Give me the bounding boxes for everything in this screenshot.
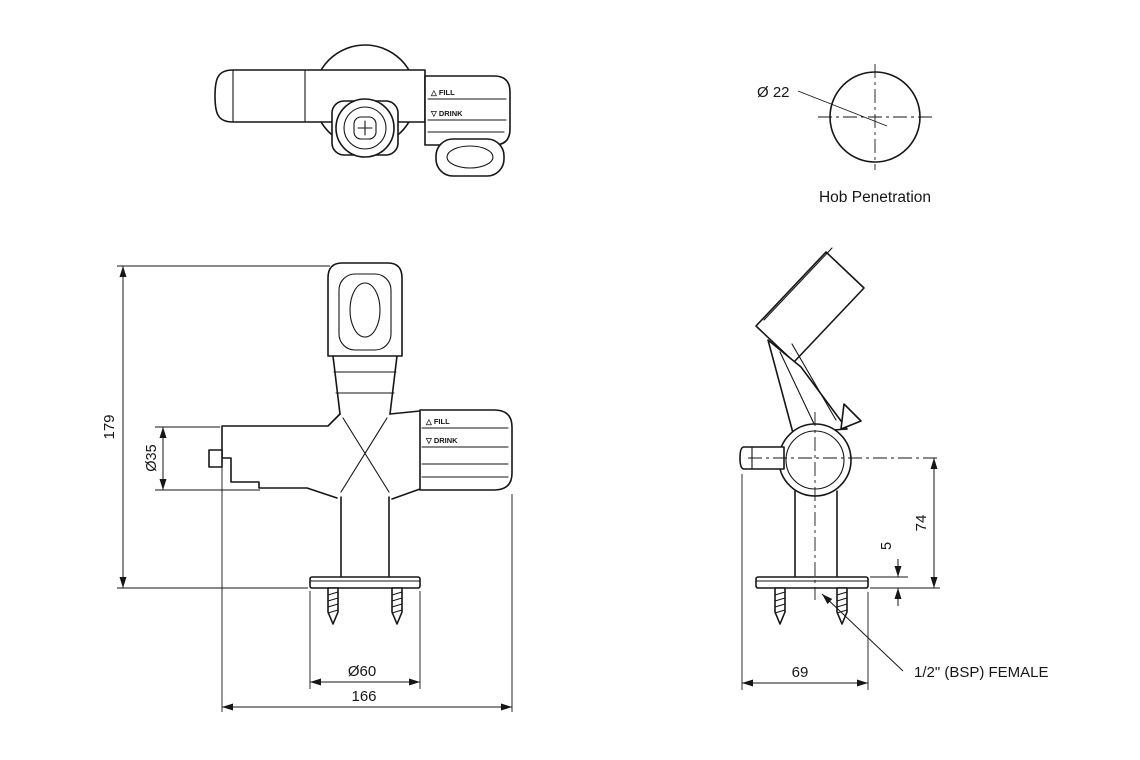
dim-text-179: 179 xyxy=(101,414,118,439)
handle-hole xyxy=(446,145,494,169)
drink-label-front: ▽ DRINK xyxy=(425,436,458,445)
body-joint-lines xyxy=(232,69,306,123)
spout-top-outer xyxy=(327,262,403,357)
ext-lines-166 xyxy=(221,465,513,712)
hob-diameter-label: Ø 22 xyxy=(757,84,790,101)
fill-label-top: △ FILL xyxy=(430,88,455,97)
right-arm-connectors xyxy=(389,410,421,500)
handle-arm xyxy=(767,339,848,434)
screw-side-right xyxy=(836,587,848,625)
cross-crease-lines xyxy=(340,417,390,493)
left-arm-outline xyxy=(221,413,341,499)
left-arm-clip xyxy=(208,449,223,468)
fill-label-front: △ FILL xyxy=(425,417,450,426)
dim-text-74: 74 xyxy=(913,515,930,532)
front-dimensions: 179 Ø35 Ø60 166 xyxy=(101,265,513,712)
dim-text-5: 5 xyxy=(879,542,895,550)
ext-lines-dia60 xyxy=(309,591,421,689)
ext-lines-179 xyxy=(117,265,330,589)
screw-front-left xyxy=(327,587,339,625)
label-block-lines xyxy=(427,98,507,133)
screw-head xyxy=(353,116,377,140)
hob-leader-line xyxy=(797,90,888,127)
spout-top-inner xyxy=(338,273,392,351)
flange-side xyxy=(755,576,869,589)
front-view: △ FILL ▽ DRINK xyxy=(208,262,513,625)
screw-side-left xyxy=(774,587,786,625)
handle-arm-facets xyxy=(779,343,837,429)
dim-text-166: 166 xyxy=(351,688,376,705)
handle-loop xyxy=(435,138,505,177)
hub-inner-circle xyxy=(343,106,387,150)
screw-cross-icon xyxy=(357,120,373,136)
lower-body-side xyxy=(794,490,838,578)
thread-leader-line xyxy=(821,593,904,672)
side-view xyxy=(739,247,940,625)
screw-front-right xyxy=(391,587,403,625)
thread-note: 1/2" (BSP) FEMALE xyxy=(914,664,1049,681)
pivot-circle-outer xyxy=(778,423,852,497)
hob-caption: Hob Penetration xyxy=(819,189,931,206)
neck-facet-lines xyxy=(333,371,397,394)
handle-paddle-line xyxy=(763,247,833,321)
label-block-front xyxy=(419,409,513,491)
hob-penetration-view: Ø 22 Hob Penetration xyxy=(757,64,932,206)
label-block-front-lines xyxy=(421,427,509,478)
dim-text-dia35: Ø35 xyxy=(144,444,160,471)
ext-lines-69 xyxy=(741,474,869,690)
drink-label-top: ▽ DRINK xyxy=(430,109,463,118)
ext-lines-flange xyxy=(870,576,940,589)
spout-top-opening xyxy=(349,282,381,338)
dim-text-69: 69 xyxy=(792,664,809,681)
top-view: △ FILL ▽ DRINK xyxy=(214,44,511,177)
side-dimensions: 74 5 69 1/2" (BSP) FEMALE xyxy=(741,458,1049,690)
handle-latch xyxy=(840,403,862,430)
lower-body-front xyxy=(340,496,390,578)
ext-lines-dia35 xyxy=(155,426,260,491)
flange-front xyxy=(309,576,421,589)
neck-sides xyxy=(332,355,398,415)
dim-text-dia60: Ø60 xyxy=(348,663,376,680)
